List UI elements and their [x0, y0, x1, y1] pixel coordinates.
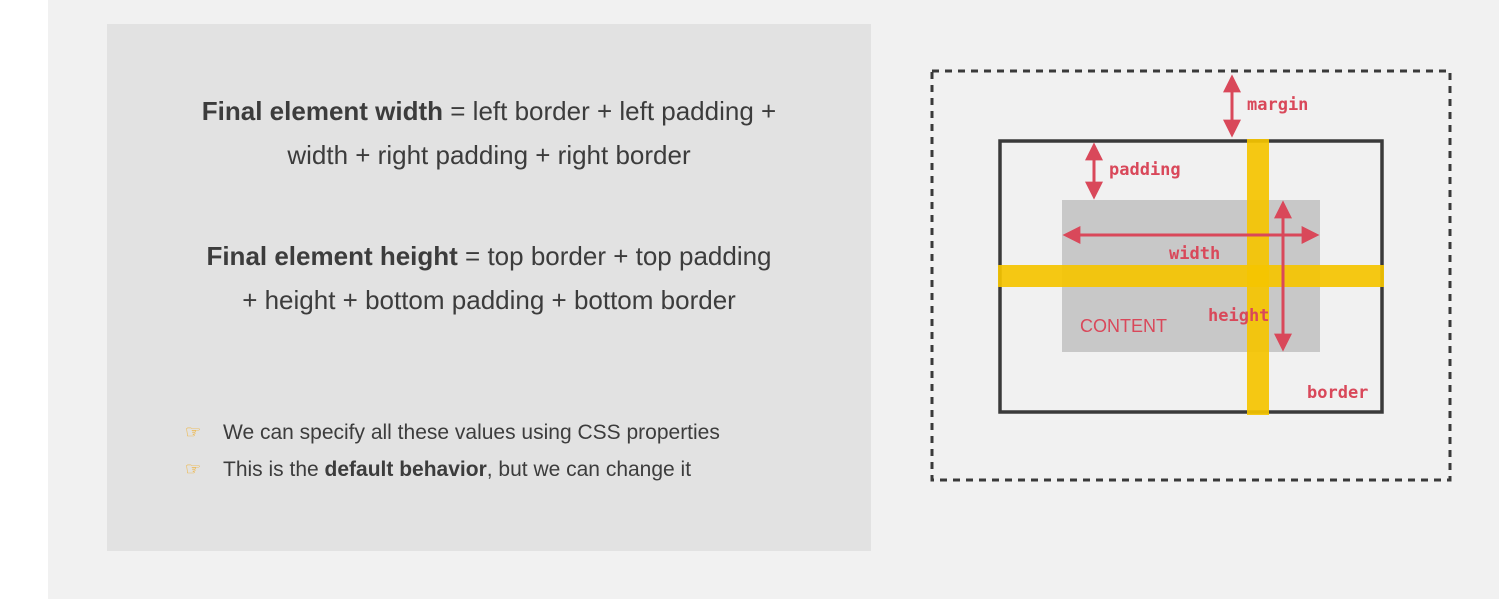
width-formula: Final element width = left border + left… [107, 89, 871, 177]
bullet-text: We can specify all these values using CS… [223, 420, 720, 444]
width-formula-title: Final element width [201, 96, 444, 126]
pointing-hand-icon: ☞ [185, 459, 202, 479]
bullet-item: ☞ This is the default behavior, but we c… [185, 451, 720, 488]
height-formula-line2: + height + bottom padding + bottom borde… [242, 285, 736, 315]
height-formula-title: Final element height [206, 241, 458, 271]
bullet-text-post: , but we can change it [486, 457, 692, 481]
content-label: CONTENT [1080, 316, 1167, 336]
text-panel: Final element width = left border + left… [107, 24, 871, 551]
height-formula: Final element height = top border + top … [107, 234, 871, 322]
bullet-item: ☞ We can specify all these values using … [185, 414, 720, 451]
pointing-hand-icon: ☞ [185, 422, 202, 442]
height-formula-line1: = top border + top padding [457, 241, 772, 271]
bullet-text-bold: default behavior [324, 457, 487, 481]
height-label: height [1208, 306, 1269, 326]
horizontal-highlight-bar [998, 265, 1384, 287]
margin-box [930, 69, 1452, 482]
padding-label: padding [1109, 160, 1181, 180]
width-formula-line2: width + right padding + right border [287, 140, 691, 170]
width-formula-line1: = left border + left padding + [443, 96, 777, 126]
border-label: border [1307, 383, 1368, 403]
margin-label: margin [1247, 95, 1308, 115]
width-label: width [1169, 244, 1220, 264]
bullet-text-pre: This is the [223, 457, 325, 481]
bullet-list: ☞ We can specify all these values using … [185, 414, 720, 488]
vertical-highlight-bar [1247, 139, 1269, 415]
